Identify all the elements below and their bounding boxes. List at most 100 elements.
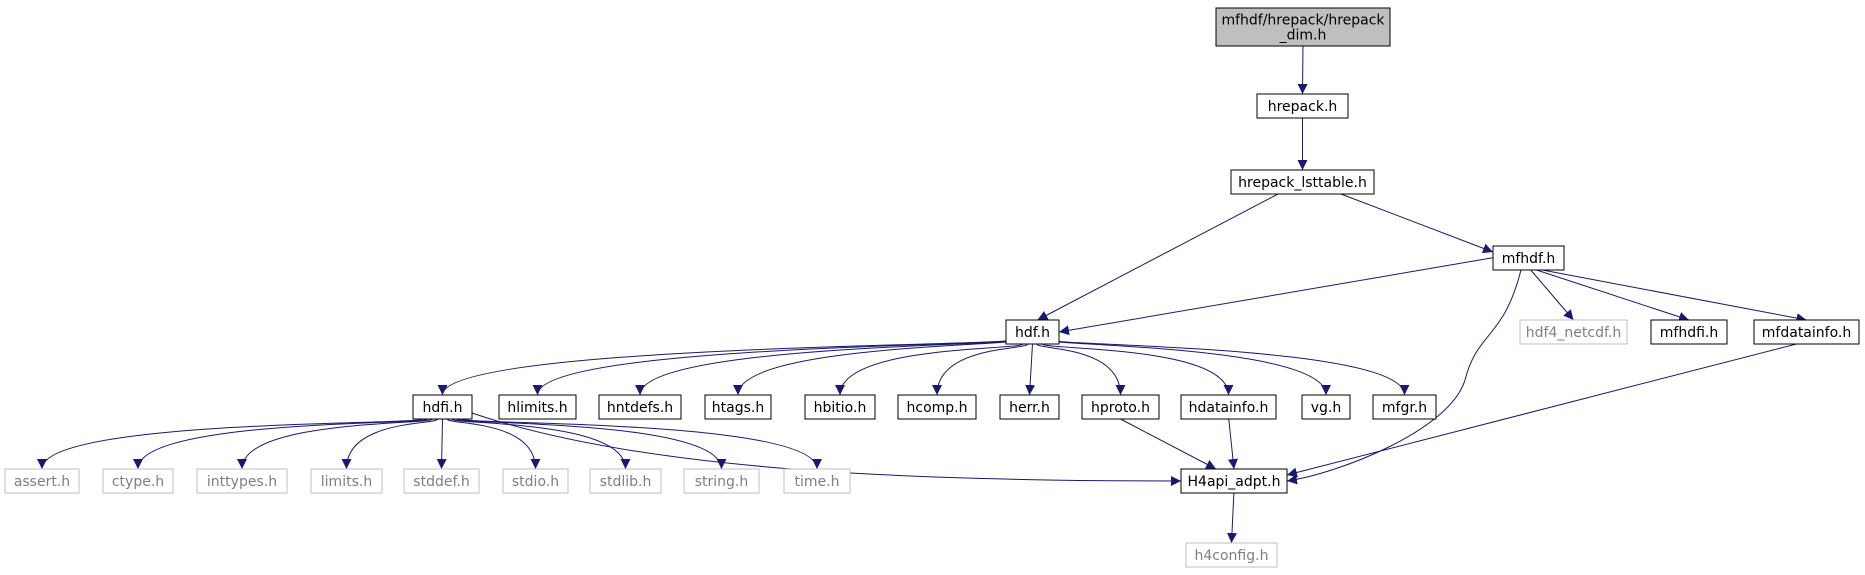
node-box — [1185, 542, 1278, 568]
node-box — [1492, 245, 1565, 271]
node-herr_h[interactable]: herr.h — [999, 394, 1060, 420]
node-label: hdatainfo.h — [1189, 400, 1269, 416]
node-label: time.h — [795, 474, 840, 490]
edge-mfhdf_h-to-hdf_h — [1058, 255, 1504, 336]
node-label: h4config.h — [1195, 548, 1269, 564]
node-box — [102, 468, 174, 494]
edge-hdf_h-to-hbitio_h — [835, 343, 1024, 396]
node-label: stdlib.h — [600, 474, 652, 490]
node-limits_h: limits.h — [310, 468, 383, 494]
edge-hrepack_lsttable_h-to-hdf_h — [1037, 193, 1279, 321]
node-label: hcomp.h — [907, 400, 968, 416]
edge-hdfi_h-to-stddef_h — [436, 418, 447, 470]
node-hproto_h[interactable]: hproto.h — [1081, 394, 1160, 420]
node-label: hproto.h — [1091, 400, 1150, 416]
edge-hdf_h-to-hntdefs_h — [635, 339, 1014, 396]
node-mfhdfi_h[interactable]: mfhdfi.h — [1650, 319, 1728, 345]
node-label: hbitio.h — [814, 400, 867, 416]
node-mfhdf_h[interactable]: mfhdf.h — [1492, 245, 1565, 271]
node-label: _dim.h — [1279, 28, 1327, 44]
edge-hdfi_h-to-assert_h — [37, 418, 423, 470]
node-hntdefs_h[interactable]: hntdefs.h — [598, 394, 682, 420]
node-hbitio_h[interactable]: hbitio.h — [804, 394, 876, 420]
node-label: inttypes.h — [207, 474, 277, 490]
edge-hdf_h-to-htags_h — [733, 339, 1019, 396]
node-label: hntdefs.h — [607, 400, 673, 416]
node-hdf_h[interactable]: hdf.h — [1005, 319, 1060, 345]
edge-mfhdf_h-to-mfdatainfo_h — [1542, 269, 1807, 324]
node-vg_h[interactable]: vg.h — [1301, 394, 1351, 420]
node-label: vg.h — [1311, 400, 1342, 416]
node-label: hrepack.h — [1268, 99, 1338, 115]
node-box — [1650, 319, 1728, 345]
edge-hdf_h-to-herr_h — [1025, 343, 1036, 396]
edge-hdfi_h-to-time_h — [460, 418, 822, 470]
node-hrepack_h[interactable]: hrepack.h — [1256, 93, 1349, 119]
node-h4api_adpt_h[interactable]: H4api_adpt.h — [1180, 468, 1288, 494]
node-root[interactable]: mfhdf/hrepack/hrepack_dim.h — [1215, 7, 1391, 47]
node-label: mfhdf.h — [1502, 251, 1556, 267]
node-mfgr_h[interactable]: mfgr.h — [1372, 394, 1437, 420]
node-label: hrepack_lsttable.h — [1238, 175, 1367, 191]
node-label: mfdatainfo.h — [1762, 325, 1851, 341]
node-label: mfhdf/hrepack/hrepack — [1221, 13, 1385, 29]
node-hrepack_lsttable_h[interactable]: hrepack_lsttable.h — [1230, 169, 1375, 195]
edge-hdf_h-to-hdatainfo_h — [1041, 343, 1234, 396]
node-box — [1180, 468, 1288, 494]
node-label: assert.h — [14, 474, 70, 490]
node-mfdatainfo_h[interactable]: mfdatainfo.h — [1753, 319, 1860, 345]
edge-hdfi_h-to-stdio_h — [446, 418, 541, 470]
node-ctype_h: ctype.h — [102, 468, 174, 494]
node-label: H4api_adpt.h — [1188, 474, 1281, 490]
node-inttypes_h: inttypes.h — [196, 468, 288, 494]
node-box — [502, 468, 569, 494]
node-stddef_h: stddef.h — [403, 468, 480, 494]
edge-hdfi_h-to-limits_h — [341, 418, 439, 470]
node-box — [412, 394, 473, 420]
node-hlimits_h[interactable]: hlimits.h — [498, 394, 577, 420]
node-label: hdf.h — [1015, 325, 1050, 341]
node-box — [1301, 394, 1351, 420]
node-string_h: string.h — [683, 468, 760, 494]
edges-layer — [37, 45, 1807, 544]
node-box — [598, 394, 682, 420]
node-box — [1081, 394, 1160, 420]
node-box — [999, 394, 1060, 420]
edge-hproto_h-to-h4api_adpt_h — [1120, 418, 1217, 470]
edge-hdf_h-to-mfgr_h — [1050, 339, 1410, 396]
edge-hdf_h-to-vg_h — [1046, 339, 1331, 396]
edge-hdf_h-to-hlimits_h — [532, 339, 1011, 396]
edge-hdfi_h-to-string_h — [455, 418, 727, 470]
edge-mfhdf_h-to-hdf4_netcdf_h — [1530, 269, 1574, 321]
node-box — [897, 394, 977, 420]
edge-hdatainfo_h-to-h4api_adpt_h — [1227, 418, 1238, 470]
node-hcomp_h[interactable]: hcomp.h — [897, 394, 977, 420]
edge-hdfi_h-to-stdlib_h — [451, 418, 631, 470]
node-box — [683, 468, 760, 494]
node-label: herr.h — [1009, 400, 1050, 416]
node-hdfi_h[interactable]: hdfi.h — [412, 394, 473, 420]
edge-mfdatainfo_h-to-h4api_adpt_h — [1286, 343, 1797, 478]
node-box — [1372, 394, 1437, 420]
node-box — [783, 468, 851, 494]
edge-hdfi_h-to-h4api_adpt_h — [471, 412, 1182, 486]
edge-h4api_adpt_h-to-h4config_h — [1226, 492, 1237, 544]
node-htags_h[interactable]: htags.h — [704, 394, 772, 420]
node-box — [4, 468, 80, 494]
node-stdio_h: stdio.h — [502, 468, 569, 494]
node-label: stdio.h — [512, 474, 559, 490]
node-box — [310, 468, 383, 494]
node-box — [1180, 394, 1277, 420]
node-hdatainfo_h[interactable]: hdatainfo.h — [1180, 394, 1277, 420]
edge-hdf_h-to-hcomp_h — [932, 343, 1029, 396]
node-label: hlimits.h — [507, 400, 567, 416]
node-label: limits.h — [321, 474, 372, 490]
node-label: ctype.h — [112, 474, 164, 490]
edge-hdf_h-to-hproto_h — [1036, 343, 1126, 396]
edge-hdfi_h-to-inttypes_h — [237, 418, 433, 470]
edge-hdf_h-to-hdfi_h — [437, 339, 1011, 396]
node-box — [1215, 7, 1391, 47]
node-label: mfhdfi.h — [1660, 325, 1718, 341]
node-h4config_h: h4config.h — [1185, 542, 1278, 568]
